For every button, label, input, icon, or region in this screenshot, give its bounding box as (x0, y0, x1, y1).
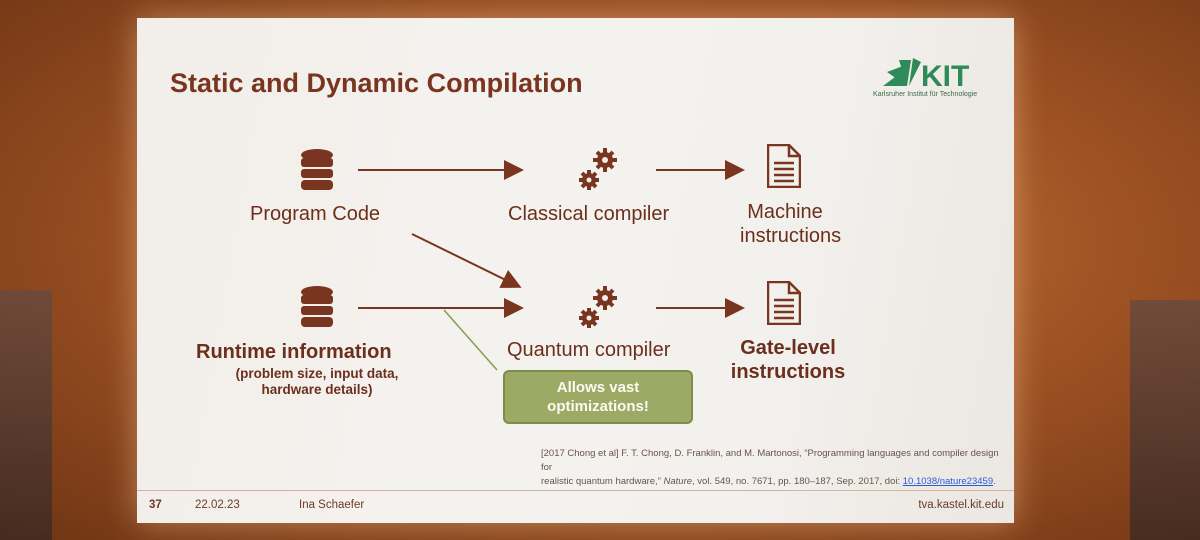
room-wall-left (0, 290, 52, 540)
gate-level-instructions-label: Gate-level instructions (718, 336, 858, 384)
gears-icon (577, 284, 621, 330)
database-icon (300, 286, 334, 328)
machine-instructions-label: Machine instructions (740, 200, 830, 248)
runtime-information-label: Runtime information (196, 340, 392, 364)
presentation-slide: Static and Dynamic Compilation KIT Karls… (137, 18, 1014, 523)
footer-date: 22.02.23 (195, 499, 240, 511)
footer-url: tva.kastel.kit.edu (918, 499, 1004, 511)
quantum-compiler-label: Quantum compiler (507, 338, 670, 362)
doi-link[interactable]: 10.1038/nature23459 (903, 476, 993, 487)
classical-compiler-label: Classical compiler (508, 202, 669, 226)
citation: [2017 Chong et al] F. T. Chong, D. Frank… (541, 447, 1011, 488)
optimizations-callout: Allows vast optimizations! (503, 370, 693, 424)
callout-pointer (444, 310, 497, 370)
program-code-label: Program Code (250, 202, 380, 226)
citation-journal: Nature (664, 476, 693, 487)
runtime-details-label: (problem size, input data, hardware deta… (209, 366, 425, 398)
arrow-code-to-quantum (412, 234, 518, 286)
document-icon (767, 144, 801, 188)
footer-author: Ina Schaefer (299, 499, 364, 511)
gears-icon (577, 146, 621, 192)
page-number: 37 (149, 499, 162, 511)
footer-divider (137, 490, 1014, 491)
document-icon (767, 281, 801, 325)
database-icon (300, 149, 334, 191)
room-wall-right (1130, 300, 1200, 540)
